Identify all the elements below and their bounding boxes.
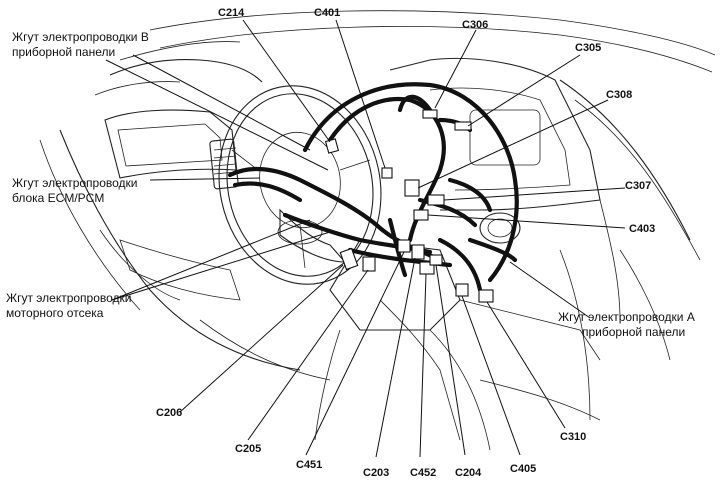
- connector-c306: [422, 109, 438, 119]
- code-c205: C205: [235, 443, 261, 455]
- connector-labels: C214 C401 C306 C305 C308 C307 C403 C206 …: [156, 7, 655, 479]
- code-c310: C310: [560, 431, 586, 443]
- label-ecm-line2: блока ECM/PCM: [12, 191, 104, 205]
- connector-c214: [324, 138, 340, 154]
- connector-c308: [404, 179, 420, 197]
- code-c204: C204: [455, 467, 482, 479]
- connector-c403: [413, 209, 429, 221]
- code-c306: C306: [462, 19, 488, 31]
- label-engine-line1: Жгут электропроводки: [6, 291, 132, 305]
- connector-c310: [478, 289, 494, 303]
- connector-c206: [339, 247, 359, 271]
- code-c305: C305: [575, 42, 601, 54]
- code-c405: C405: [510, 463, 536, 475]
- connector-c204: [429, 254, 443, 266]
- code-c451: C451: [296, 459, 322, 471]
- label-harness-b-line2: приборной панели: [12, 45, 115, 59]
- code-c452: C452: [410, 467, 436, 479]
- harness-label-b: Жгут электропроводки В приборной панели: [12, 30, 149, 59]
- code-c214: C214: [218, 7, 245, 19]
- code-c206: C206: [156, 407, 182, 419]
- connector-c451: [397, 239, 411, 253]
- label-harness-a-line2: приборной панели: [582, 325, 685, 339]
- connector-c205: [362, 256, 376, 272]
- connector-c305: [454, 121, 472, 131]
- connector-c203: [411, 244, 425, 260]
- dashboard-outline: [39, 10, 716, 451]
- leader-lines: [105, 19, 626, 458]
- code-c203: C203: [363, 467, 389, 479]
- label-engine-line2: моторного отсека: [6, 306, 104, 320]
- connector-c401: [381, 167, 393, 179]
- code-c307: C307: [625, 180, 651, 192]
- label-ecm-line1: Жгут электропроводки: [12, 176, 138, 190]
- harness-label-engine: Жгут электропроводки моторного отсека: [6, 291, 132, 320]
- label-harness-a-line1: Жгут электропроводки А: [558, 310, 695, 324]
- connector-blocks: [324, 109, 494, 303]
- code-c401: C401: [314, 7, 340, 19]
- harness-label-ecm: Жгут электропроводки блока ECM/PCM: [12, 176, 138, 205]
- code-c403: C403: [629, 223, 655, 235]
- connector-c307: [427, 194, 445, 206]
- connector-c405: [455, 283, 469, 297]
- code-c308: C308: [606, 89, 632, 101]
- harness-label-a: Жгут электропроводки А приборной панели: [558, 310, 695, 339]
- label-harness-b-line1: Жгут электропроводки В: [12, 30, 149, 44]
